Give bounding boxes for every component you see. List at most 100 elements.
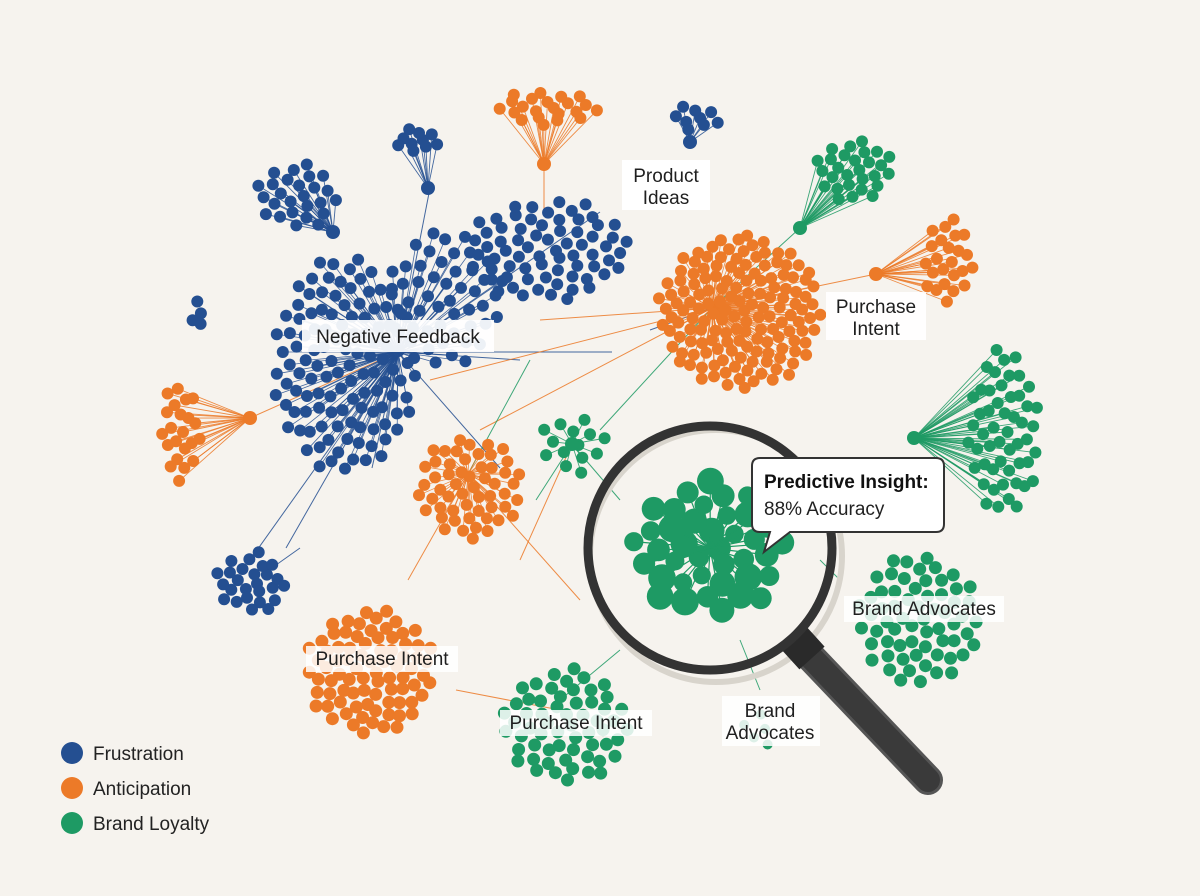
- network-node: [354, 272, 367, 285]
- network-node: [714, 251, 727, 264]
- network-node: [512, 250, 525, 263]
- network-node: [467, 260, 479, 273]
- network-node: [1010, 500, 1023, 513]
- network-node: [585, 695, 599, 709]
- network-node: [405, 707, 419, 721]
- network-node: [396, 626, 410, 640]
- network-node: [858, 146, 871, 159]
- network-node: [567, 743, 580, 757]
- network-node: [804, 312, 817, 324]
- network-node: [429, 471, 442, 484]
- network-node: [567, 662, 581, 676]
- network-node: [921, 280, 934, 293]
- network-node: [545, 681, 559, 695]
- network-node: [530, 763, 544, 777]
- network-node: [863, 156, 875, 169]
- network-node: [189, 417, 202, 430]
- network-node: [241, 591, 253, 604]
- network-edge: [875, 273, 955, 276]
- network-node: [322, 433, 335, 446]
- network-node: [223, 566, 236, 579]
- network-node: [738, 381, 751, 394]
- network-node: [574, 112, 587, 124]
- network-edge: [322, 175, 334, 233]
- network-node: [522, 692, 536, 706]
- network-node: [994, 455, 1007, 468]
- network-node: [800, 348, 813, 361]
- network-node: [572, 213, 585, 226]
- network-node: [806, 298, 819, 311]
- network-node: [1011, 437, 1024, 450]
- svg-text:Intent: Intent: [852, 319, 900, 340]
- network-node: [676, 481, 699, 504]
- network-node: [1013, 389, 1026, 402]
- network-node: [590, 447, 603, 460]
- network-node: [512, 743, 526, 756]
- network-node: [478, 472, 491, 485]
- network-node: [764, 291, 777, 304]
- network-edge: [275, 547, 301, 566]
- network-node: [326, 225, 340, 239]
- network-node: [301, 199, 314, 212]
- network-node: [488, 252, 501, 265]
- network-node: [688, 278, 701, 291]
- network-node: [393, 709, 406, 723]
- network-node: [283, 327, 296, 340]
- network-node: [1003, 369, 1016, 382]
- network-node: [508, 106, 521, 119]
- network-node: [865, 653, 879, 667]
- network-node: [947, 285, 960, 298]
- network-node: [656, 318, 669, 331]
- network-node: [349, 700, 363, 714]
- network-node: [339, 462, 351, 475]
- network-node: [865, 637, 878, 651]
- network-node: [584, 428, 596, 441]
- network-node: [525, 213, 538, 226]
- network-node: [646, 583, 674, 610]
- network-node: [498, 487, 511, 500]
- network-node: [268, 197, 281, 210]
- network-node: [855, 183, 868, 196]
- network-node: [661, 277, 674, 290]
- network-node: [705, 106, 718, 119]
- network-node: [371, 384, 384, 397]
- svg-text:Purchase: Purchase: [836, 297, 916, 318]
- network-node: [992, 500, 1005, 513]
- network-node: [535, 258, 548, 271]
- network-node: [571, 259, 584, 272]
- network-node: [763, 310, 776, 323]
- network-node: [883, 150, 896, 163]
- network-node: [413, 127, 425, 139]
- network-node: [396, 682, 410, 696]
- network-node: [971, 442, 984, 455]
- network-node: [480, 226, 493, 239]
- network-edge: [178, 417, 251, 482]
- network-node: [692, 246, 705, 259]
- network-node: [270, 328, 283, 341]
- network-node: [579, 99, 592, 111]
- network-node: [774, 352, 787, 364]
- callout-body: 88% Accuracy: [764, 499, 885, 520]
- network-node: [987, 421, 1000, 434]
- network-node: [345, 375, 358, 387]
- network-node: [900, 555, 914, 569]
- network-node: [584, 683, 598, 697]
- network-node: [666, 340, 679, 353]
- network-node: [799, 336, 812, 349]
- network-node: [777, 268, 790, 281]
- network-node: [521, 241, 534, 254]
- network-node: [526, 201, 539, 214]
- network-node: [306, 272, 319, 285]
- network-node: [481, 241, 494, 253]
- network-edge: [543, 110, 598, 165]
- network-node: [311, 672, 325, 686]
- network-node: [755, 367, 768, 380]
- network-node: [262, 603, 275, 615]
- network-node: [569, 696, 583, 710]
- network-node: [327, 258, 340, 271]
- network-node: [998, 407, 1011, 420]
- network-node: [551, 264, 564, 277]
- network-node: [783, 325, 796, 338]
- network-node: [178, 461, 191, 474]
- network-node: [325, 308, 338, 321]
